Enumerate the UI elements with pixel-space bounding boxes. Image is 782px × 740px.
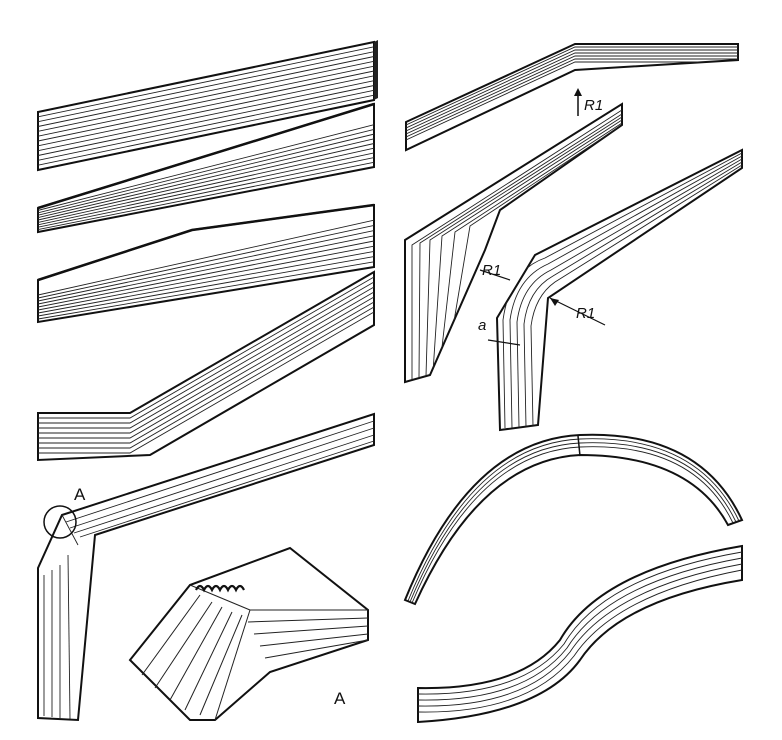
lamination-line [38,286,374,429]
detail-circle [43,505,77,539]
bent-leg-small-radius: R1 [404,102,623,384]
radius-label-1: R1 [584,97,603,114]
lamination-line [38,224,374,299]
lamination-line [38,152,374,226]
lamination-line [406,49,738,129]
lamination-line [38,235,374,305]
detail-marker-label: A [74,485,86,504]
lamination-line [38,65,374,137]
kinked-beam [37,270,375,462]
lamination-line [38,219,374,296]
lamination-line [38,138,374,219]
lamination-line [38,60,374,132]
lamination-line [38,147,374,223]
lamination-line [38,281,374,424]
lamination-line [38,85,374,156]
finger-joint-detail: A [128,546,369,721]
lamination-line [38,245,374,311]
lamination-line [38,161,374,231]
ridge-beam [37,203,375,324]
radius-label-3: R1 [576,305,595,322]
lamination-line [38,276,374,419]
lamination-line [38,261,374,320]
lamination-line [38,70,374,142]
lamination-line [38,256,374,317]
lamination-line [38,51,374,123]
lamination-line [38,311,374,454]
lamination-line [38,94,374,166]
lamination-line [406,52,738,132]
arch-segment [403,433,744,606]
pitched-curved-beam: R1 [405,43,739,152]
lamination-line [38,301,374,444]
lamination-line [38,124,374,211]
lamination-line [406,58,738,138]
lamination-line [38,306,374,449]
lamination-line [38,240,374,308]
bent-leg-large-radius: R1 a [478,148,743,432]
lamination-line [38,89,374,161]
frame-corner: A [37,412,375,722]
lamination-line [406,61,738,141]
radius-label-2: R1 [482,262,501,279]
lamination-line [38,75,374,147]
tapered-beam [37,102,375,234]
lamination-line [38,250,374,314]
straight-beam [37,40,378,172]
lamination-line [406,55,738,135]
lamination-line [38,133,374,216]
lamination-line [38,157,374,228]
lamination-line [406,46,738,126]
detail-caption: A [334,689,346,708]
lamination-line [38,46,374,118]
lamination-line [38,56,374,127]
lamination-line [38,143,374,221]
lamination-line [38,128,374,214]
lamination-line [38,291,374,434]
lamination-line [38,296,374,439]
lamination-line [38,80,374,152]
s-curved-beam [417,544,743,724]
thickness-label: a [478,317,486,334]
lamination-line [38,230,374,302]
